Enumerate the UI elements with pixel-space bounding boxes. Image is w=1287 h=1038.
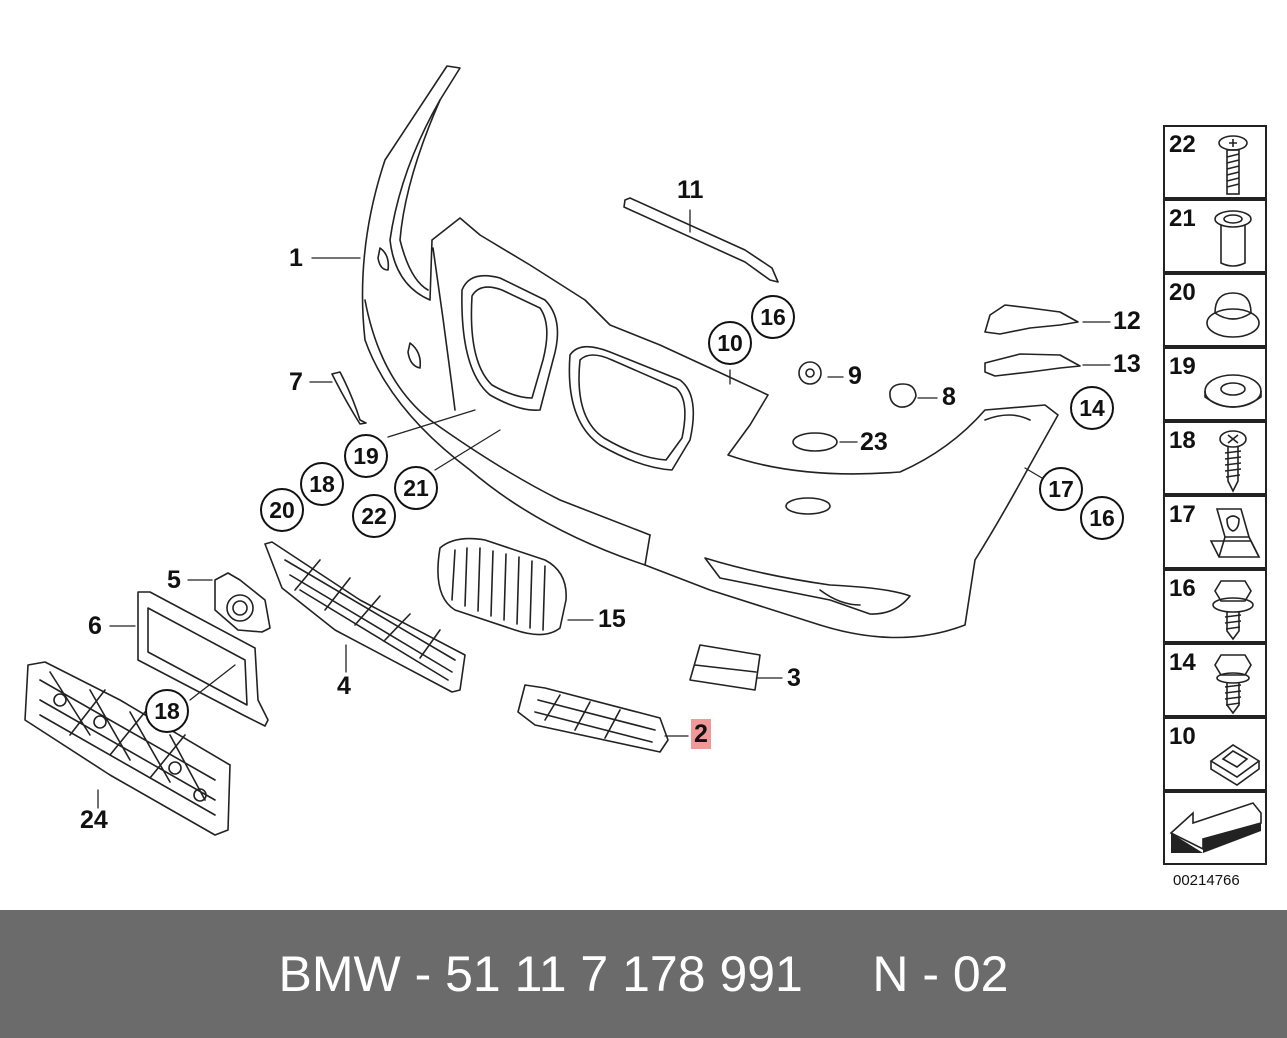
part-4-drawing <box>264 541 466 693</box>
callout-circle-20: 20 <box>260 488 304 532</box>
legend-number: 17 <box>1169 501 1196 528</box>
diagram-number: 00214766 <box>1173 872 1240 889</box>
callout-circle-18-upper: 18 <box>300 462 344 506</box>
legend-number: 14 <box>1169 649 1196 676</box>
hex-screw-icon <box>1214 654 1252 715</box>
legend-number: 10 <box>1169 723 1196 750</box>
callout-circle-19: 19 <box>344 434 388 478</box>
legend-number: 19 <box>1169 353 1196 380</box>
callout-5: 5 <box>167 566 181 594</box>
grommet-icon <box>1206 292 1260 338</box>
part-12-drawing <box>984 304 1079 335</box>
screw-icon <box>1218 135 1248 195</box>
leader-lines <box>97 209 1111 809</box>
legend-cell-10: 10 <box>1163 717 1267 791</box>
part-number-label: BMW - 51 11 7 178 991 N - 02 <box>278 946 1009 1002</box>
arrow-icon <box>1169 802 1262 853</box>
callout-23: 23 <box>860 428 888 456</box>
part-8-drawing <box>889 383 917 408</box>
front-bumper-drawing <box>361 65 1059 639</box>
callout-circle-21: 21 <box>394 466 438 510</box>
tapping-screw-icon <box>1219 430 1247 493</box>
bushing-icon <box>1214 210 1252 267</box>
callout-2-highlight: 2 <box>691 719 711 749</box>
square-nut-icon <box>1209 744 1261 786</box>
callout-11: 11 <box>677 176 704 204</box>
callout-24: 24 <box>80 806 108 834</box>
callout-circle-10: 10 <box>708 321 752 365</box>
part-15-drawing <box>437 537 567 636</box>
collar-screw-icon <box>1212 580 1254 641</box>
callout-circle-16-right: 16 <box>1080 496 1124 540</box>
legend-number: 20 <box>1169 279 1196 306</box>
clip-nut-icon <box>1209 508 1261 558</box>
fastener-legend: 22 21 20 19 18 1 <box>1163 125 1267 865</box>
callout-circle-14: 14 <box>1070 386 1114 430</box>
parts-diagram <box>24 65 1111 836</box>
callout-4: 4 <box>337 672 351 700</box>
part-5-drawing <box>214 572 271 633</box>
part-3-drawing <box>689 644 761 691</box>
callout-1: 1 <box>289 244 303 272</box>
legend-cell-19: 19 <box>1163 347 1267 421</box>
legend-cell-18: 18 <box>1163 421 1267 495</box>
part-9-drawing <box>798 361 822 385</box>
legend-cell-22: 22 <box>1163 125 1267 199</box>
legend-cell-16: 16 <box>1163 569 1267 643</box>
footer-bar: BMW - 51 11 7 178 991 N - 02 <box>0 910 1287 1038</box>
callout-circle-17: 17 <box>1039 467 1083 511</box>
callout-circle-18-lower: 18 <box>145 689 189 733</box>
legend-number: 21 <box>1169 205 1196 232</box>
legend-cell-17: 17 <box>1163 495 1267 569</box>
callout-6: 6 <box>88 612 102 640</box>
callout-7: 7 <box>289 368 303 396</box>
legend-number: 22 <box>1169 131 1196 158</box>
legend-number: 18 <box>1169 427 1196 454</box>
part-24-drawing <box>24 661 231 836</box>
part-6-drawing <box>137 591 269 727</box>
part-11-drawing <box>623 197 779 283</box>
callout-13: 13 <box>1113 350 1141 378</box>
part-7-drawing <box>331 371 367 425</box>
legend-cell-arrow <box>1163 791 1267 865</box>
legend-number: 16 <box>1169 575 1196 602</box>
callout-3: 3 <box>787 664 801 692</box>
callout-15: 15 <box>598 605 626 633</box>
callout-2: 2 <box>691 719 711 749</box>
legend-cell-14: 14 <box>1163 643 1267 717</box>
part-2-drawing <box>517 684 669 753</box>
callout-12: 12 <box>1113 307 1141 335</box>
callout-8: 8 <box>942 383 956 411</box>
washer-icon <box>1204 374 1262 408</box>
callout-circle-16-top: 16 <box>751 295 795 339</box>
part-13-drawing <box>984 353 1081 377</box>
legend-cell-21: 21 <box>1163 199 1267 273</box>
part-23-drawing <box>792 432 838 452</box>
legend-cell-20: 20 <box>1163 273 1267 347</box>
callout-circle-22: 22 <box>352 494 396 538</box>
callout-9: 9 <box>848 362 862 390</box>
